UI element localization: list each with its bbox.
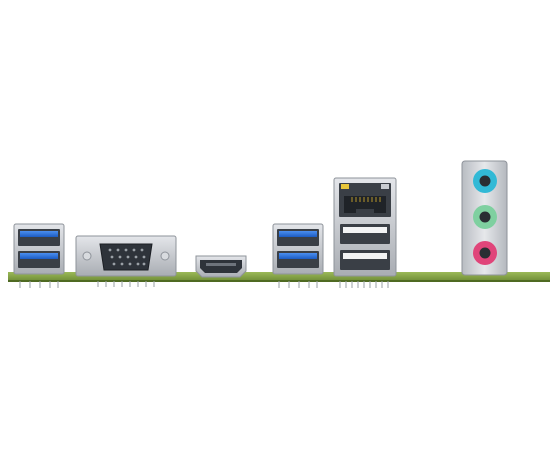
pcb-edge xyxy=(8,272,550,281)
rj45-led-left xyxy=(341,184,349,189)
vga-port xyxy=(75,235,177,287)
rj45-port xyxy=(339,183,391,217)
audio-jack-mic-in xyxy=(473,241,497,265)
vga-screw-left xyxy=(82,251,92,261)
vga-pins xyxy=(108,248,146,266)
audio-jack-line-out xyxy=(473,205,497,229)
usb-3-stack-left xyxy=(13,223,65,288)
rj45-usb-stack xyxy=(333,177,397,288)
audio-jacks xyxy=(461,160,508,276)
usb-3-stack-center xyxy=(272,223,324,288)
vga-screw-right xyxy=(160,251,170,261)
hdmi-port xyxy=(195,255,247,278)
audio-jack-line-in xyxy=(473,169,497,193)
rj45-led-right xyxy=(381,184,389,189)
